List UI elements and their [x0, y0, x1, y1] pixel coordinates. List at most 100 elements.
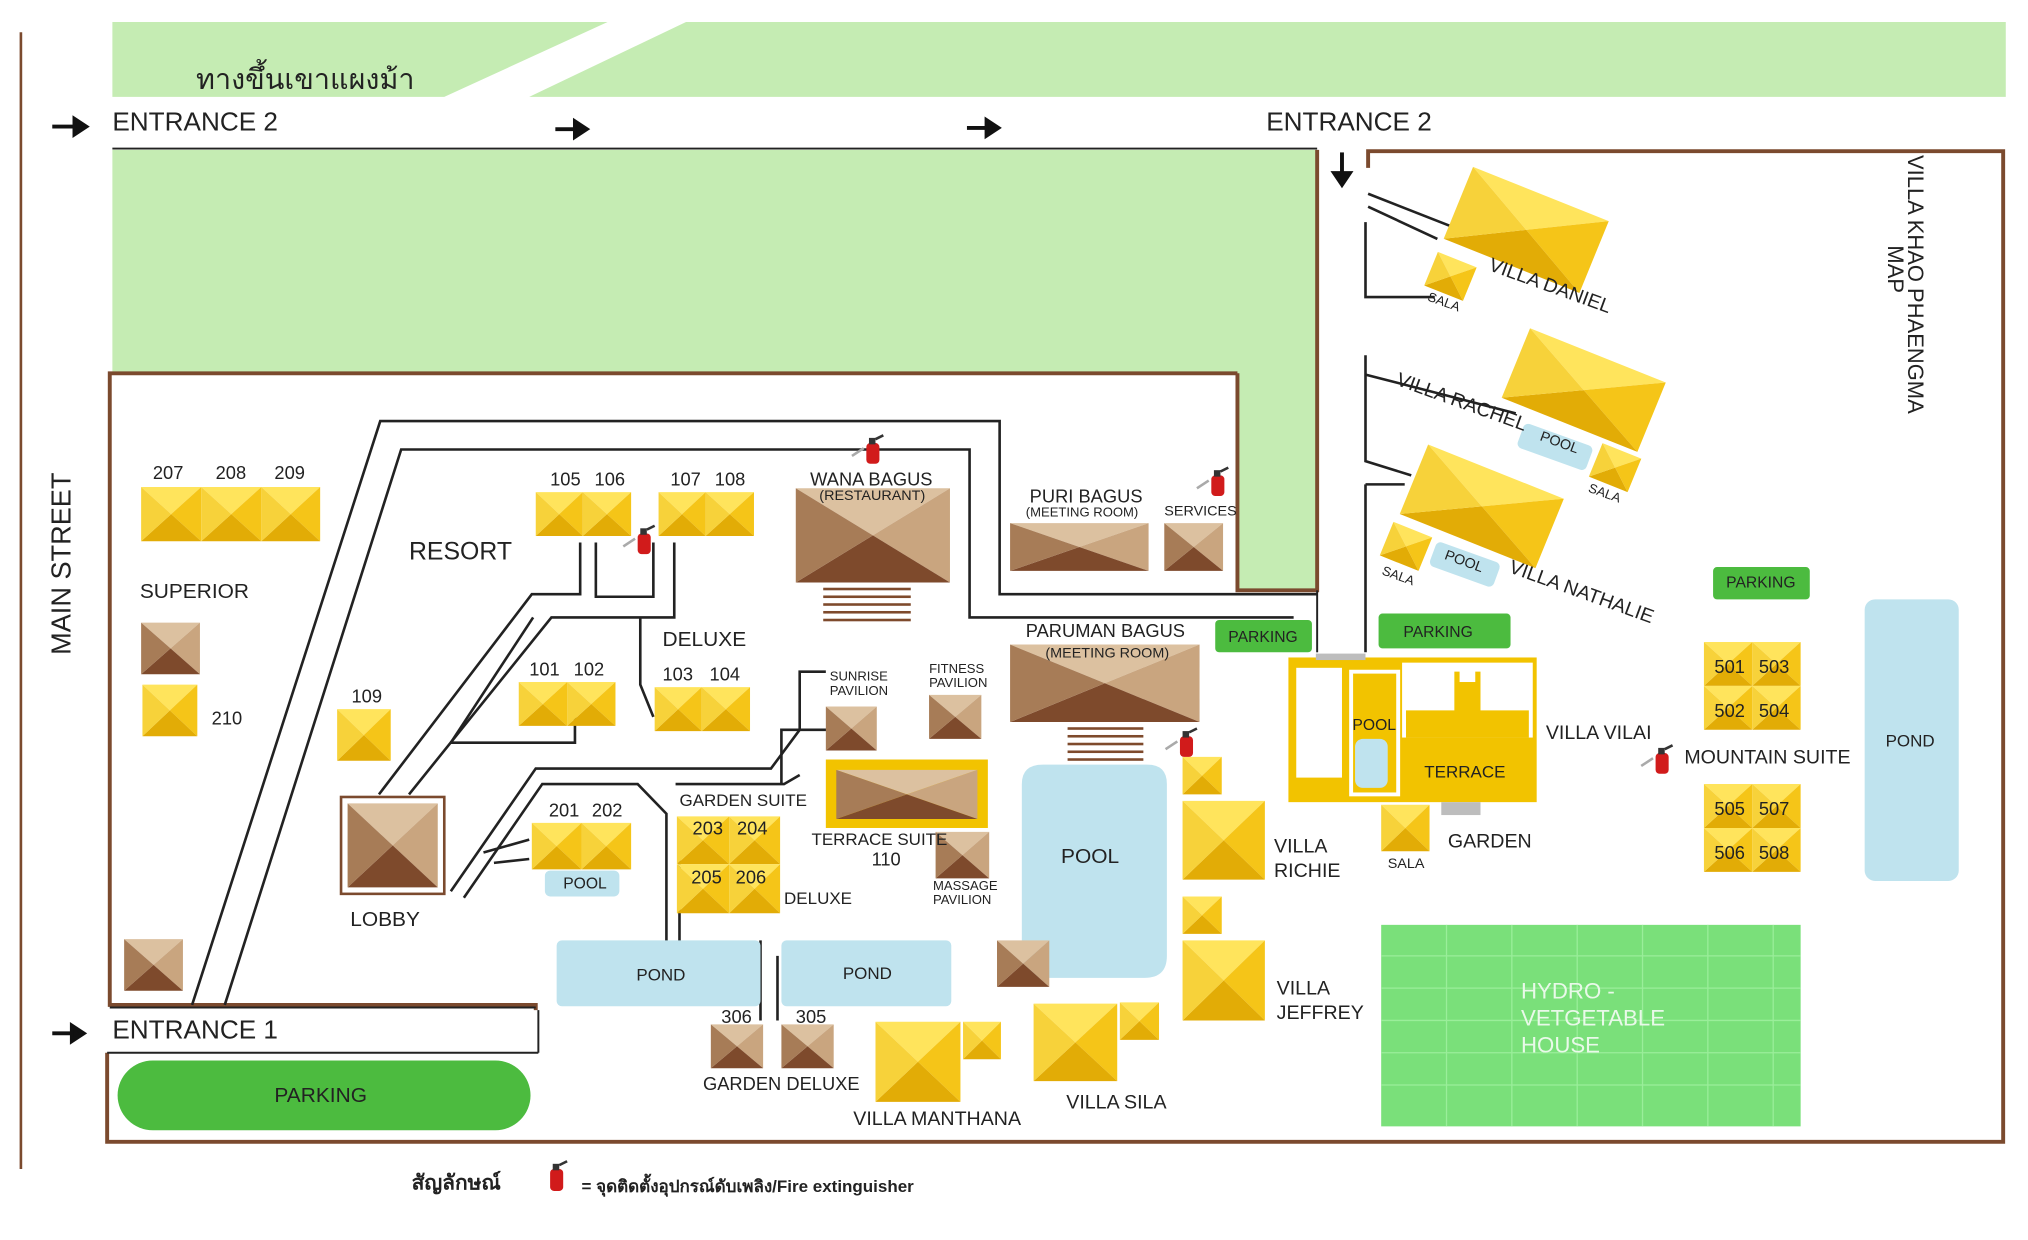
- building-204: [729, 816, 781, 865]
- villa-vilai-complex: [1288, 653, 1537, 816]
- building-108: [705, 492, 754, 537]
- fire-extinguisher-icon-4: [1640, 744, 1674, 774]
- building-villa-sila: [1033, 1003, 1118, 1082]
- fire-extinguisher-icon: [544, 1159, 570, 1193]
- paruman-steps-2: [1067, 742, 1144, 746]
- parking-1-label: PARKING: [1228, 627, 1298, 646]
- restaurant-steps-4: [823, 618, 911, 622]
- pond-right-shape: [1864, 599, 1959, 881]
- green-strip-left: [112, 21, 608, 97]
- building-203: [676, 816, 730, 865]
- building-mountain-suite-5: [1752, 784, 1801, 828]
- room-103: 103: [662, 663, 694, 685]
- villa-sila-label: VILLA SILA: [1066, 1091, 1167, 1114]
- room-101: 101: [529, 658, 560, 680]
- building-104: [701, 687, 751, 732]
- building-208: [201, 486, 262, 542]
- hydro-house-shape: [1381, 924, 1801, 1127]
- pool-center-label: POOL: [1061, 846, 1120, 869]
- building-106: [582, 492, 632, 537]
- building-109: [337, 709, 391, 761]
- parking-3-label: PARKING: [1726, 573, 1796, 592]
- building-mountain-suite-4: [1703, 784, 1753, 828]
- room-502: 502: [1714, 700, 1745, 721]
- restaurant-steps-2: [823, 603, 911, 606]
- room-204: 204: [736, 817, 768, 839]
- building-mountain-suite-3: [1752, 685, 1801, 730]
- paruman-steps-0: [1067, 727, 1144, 730]
- puri-bagus-label: PURI BAGUS: [1029, 485, 1143, 507]
- terrace-label: TERRACE: [1424, 762, 1506, 782]
- outer-boundary: [105, 149, 2006, 1144]
- building-fitness-pavilion: [929, 694, 982, 739]
- pool-nathalie-shape: [1429, 542, 1500, 587]
- room-208: 208: [215, 462, 247, 484]
- building-mountain-suite-2: [1703, 685, 1753, 730]
- building-daniel-sala: [1424, 251, 1477, 301]
- services-label: SERVICES: [1164, 503, 1237, 520]
- map-subtitle: VILLA KHAO PHAENGMA: [1902, 155, 1928, 414]
- pond-left-label: POND: [636, 964, 686, 985]
- room-104: 104: [709, 663, 741, 685]
- building-richie-sala: [1182, 756, 1222, 795]
- building-villa-richie: [1182, 800, 1265, 880]
- garden-deluxe-label: GARDEN DELUXE: [703, 1073, 860, 1095]
- road-label-thai: ทางขึ้นเขาแผงม้า: [196, 63, 415, 96]
- fire-extinguisher-icon-1: [622, 524, 656, 555]
- room-210: 210: [211, 707, 243, 729]
- building-206: [729, 864, 781, 914]
- room-107: 107: [670, 468, 701, 490]
- white-patch: [130, 749, 223, 799]
- room-206: 206: [735, 866, 767, 888]
- building-superior-tan: [141, 622, 200, 675]
- deluxe-label: DELUXE: [662, 629, 747, 652]
- room-205: 205: [691, 866, 722, 888]
- room-503: 503: [1758, 656, 1790, 677]
- building-lobby: [347, 803, 438, 888]
- building-103: [654, 687, 702, 732]
- resort-boundary: [107, 371, 1238, 1011]
- pond-mid-shape: [781, 940, 952, 1007]
- building-305: [781, 1024, 834, 1069]
- parking-bottom-shape: [117, 1060, 531, 1131]
- pool-vilai-label: POOL: [1352, 715, 1397, 734]
- building-massage-pavilion: [935, 831, 990, 879]
- room-306: 306: [721, 1006, 752, 1027]
- room-109: 109: [351, 685, 383, 707]
- room-504: 504: [1758, 700, 1790, 721]
- pool-201-shape: [544, 870, 620, 897]
- parking-1-shape: [1215, 620, 1312, 653]
- building-205: [676, 864, 730, 914]
- building-vilai-sala: [1381, 804, 1430, 852]
- paruman-steps-4: [1067, 758, 1144, 761]
- room-105: 105: [550, 468, 581, 490]
- building-villa-jeffrey: [1182, 940, 1265, 1021]
- building-nathalie-sala: [1379, 521, 1433, 571]
- entrance-1: ENTRANCE 1: [112, 1016, 278, 1045]
- pond-right-label: POND: [1885, 731, 1935, 751]
- building-villa-manthana: [875, 1021, 961, 1102]
- lobby-label: LOBBY: [350, 909, 420, 932]
- arrows: [52, 115, 1354, 1045]
- restaurant-label: (RESTAURANT): [819, 488, 926, 504]
- mountain-suite-label: MOUNTAIN SUITE: [1684, 746, 1851, 769]
- building-gate: [124, 939, 183, 991]
- sala-vilai-label: SALA: [1387, 856, 1425, 872]
- paruman-steps-1: [1067, 734, 1144, 738]
- white-patch-2: [1662, 884, 1832, 911]
- restaurant-steps-3: [823, 610, 911, 614]
- paruman-meeting-label: (MEETING ROOM): [1045, 645, 1170, 662]
- room-102: 102: [573, 658, 605, 680]
- room-507: 507: [1758, 798, 1790, 819]
- building-mountain-suite-0: [1703, 641, 1753, 686]
- terrace-suite-label: TERRACE SUITE: [811, 829, 948, 849]
- building-rachel-sala: [1588, 443, 1642, 493]
- resort-label: RESORT: [408, 538, 513, 566]
- parking-3-shape: [1713, 567, 1810, 600]
- room-108: 108: [714, 468, 746, 490]
- building-209: [261, 486, 321, 542]
